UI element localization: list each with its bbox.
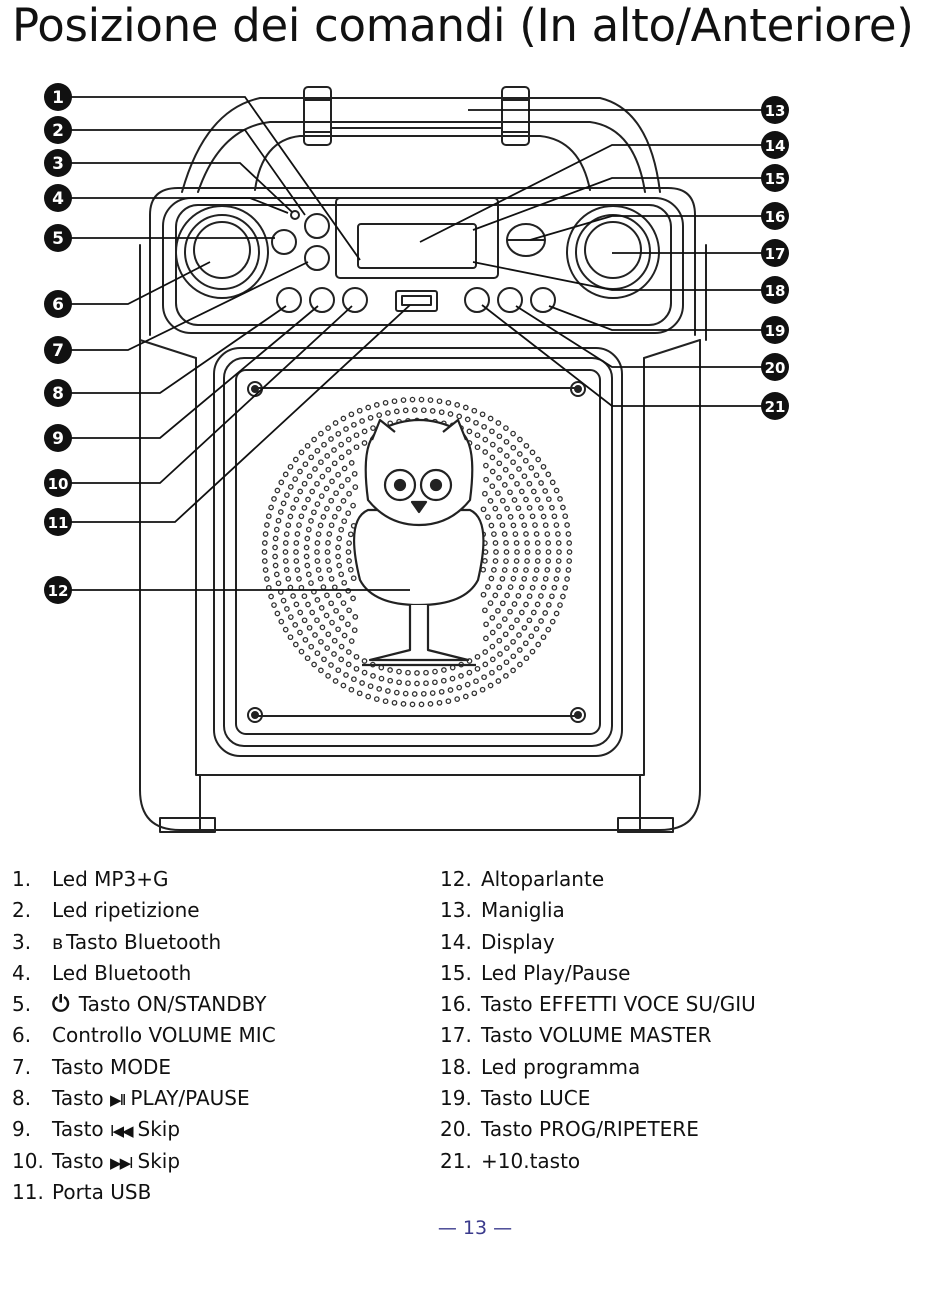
callout-badge-14: 14	[761, 131, 789, 159]
legend-item: 19.Tasto LUCE	[440, 1086, 591, 1111]
legend-item: 14.Display	[440, 929, 555, 954]
svg-text:21: 21	[765, 398, 786, 416]
svg-text:11: 11	[48, 514, 69, 532]
legend-item: 7.Tasto MODE	[12, 1054, 172, 1079]
leader-lines	[58, 96, 772, 591]
callout-badge-13: 13	[761, 96, 789, 124]
legend-item: 6.Controllo VOLUME MIC	[12, 1023, 276, 1048]
svg-text:17: 17	[765, 245, 786, 263]
svg-text:7: 7	[52, 341, 64, 361]
legend-item: 4.Led Bluetooth	[12, 960, 192, 985]
callout-badge-15: 15	[761, 164, 789, 192]
svg-text:15: 15	[765, 170, 786, 188]
play-pause-icon: ▶II	[110, 1091, 126, 1110]
callout-badge-19: 19	[761, 316, 789, 344]
svg-text:10: 10	[48, 475, 69, 493]
svg-text:1: 1	[52, 88, 64, 108]
callout-badge-2: 2	[44, 116, 72, 144]
legend-item: 1.Led MP3+G	[12, 867, 169, 891]
page-number: — 13 —	[437, 1217, 513, 1239]
callout-badge-17: 17	[761, 239, 789, 267]
skip-back-icon: I◀◀	[110, 1122, 133, 1141]
legend-right-column: 12.Altoparlante 13.Maniglia 14.Display 1…	[440, 864, 756, 1177]
svg-text:14: 14	[765, 137, 786, 155]
skip-forward-icon: ▶▶I	[110, 1153, 133, 1172]
svg-text:8: 8	[52, 384, 64, 404]
control-panel-illustration	[139, 187, 707, 341]
svg-text:3: 3	[52, 154, 64, 174]
screws-illustration	[247, 381, 586, 723]
callout-badge-18: 18	[761, 276, 789, 304]
legend-item: 18.Led programma	[440, 1054, 641, 1079]
callout-badge-5: 5	[44, 224, 72, 252]
svg-text:6: 6	[52, 295, 64, 315]
svg-text:9: 9	[52, 429, 64, 449]
svg-text:20: 20	[765, 359, 786, 377]
legend-item: 17.Tasto VOLUME MASTER	[440, 1023, 712, 1048]
legend-item: 2.Led ripetizione	[12, 898, 200, 923]
legend-item: 21.+10.tasto	[440, 1148, 581, 1173]
callout-badge-11: 11	[44, 508, 72, 536]
legend-item: 5.⏻ Tasto ON/STANDBY	[12, 989, 276, 1020]
callout-badge-6: 6	[44, 290, 72, 318]
power-icon: ⏻	[52, 992, 70, 1018]
cabinet-illustration	[139, 339, 701, 833]
svg-text:12: 12	[48, 582, 69, 600]
svg-text:5: 5	[52, 229, 64, 249]
callout-badge-9: 9	[44, 424, 72, 452]
svg-text:13: 13	[765, 102, 786, 120]
callout-badge-10: 10	[44, 469, 72, 497]
svg-text:18: 18	[765, 282, 786, 300]
bluetooth-icon: ʙ	[52, 931, 64, 954]
callout-badge-7: 7	[44, 336, 72, 364]
page-title: Posizione dei comandi (In alto/Anteriore…	[12, 0, 914, 52]
svg-text:2: 2	[52, 121, 64, 141]
callout-badge-20: 20	[761, 353, 789, 381]
legend-item: 12.Altoparlante	[440, 867, 605, 891]
callout-badge-3: 3	[44, 149, 72, 177]
legend-item: 11.Porta USB	[12, 1179, 152, 1204]
callout-badge-21: 21	[761, 392, 789, 420]
svg-text:4: 4	[52, 189, 64, 209]
callout-badge-1: 1	[44, 83, 72, 111]
callout-badge-16: 16	[761, 202, 789, 230]
legend-item: 16.Tasto EFFETTI VOCE SU/GIU	[440, 992, 756, 1017]
speaker-grille	[261, 396, 573, 708]
legend-item: 20.Tasto PROG/RIPETERE	[440, 1117, 699, 1142]
svg-text:16: 16	[765, 208, 786, 226]
callout-badge-8: 8	[44, 379, 72, 407]
legend-item: 13.Maniglia	[440, 898, 565, 923]
callout-badge-4: 4	[44, 184, 72, 212]
legend-item: 9.Tasto I◀◀Skip	[12, 1114, 276, 1145]
handle-illustration	[181, 86, 661, 193]
callout-badge-12: 12	[44, 576, 72, 604]
owl-microphone-illustration	[352, 418, 485, 667]
svg-text:19: 19	[765, 322, 786, 340]
legend-item: 15.Led Play/Pause	[440, 960, 631, 985]
